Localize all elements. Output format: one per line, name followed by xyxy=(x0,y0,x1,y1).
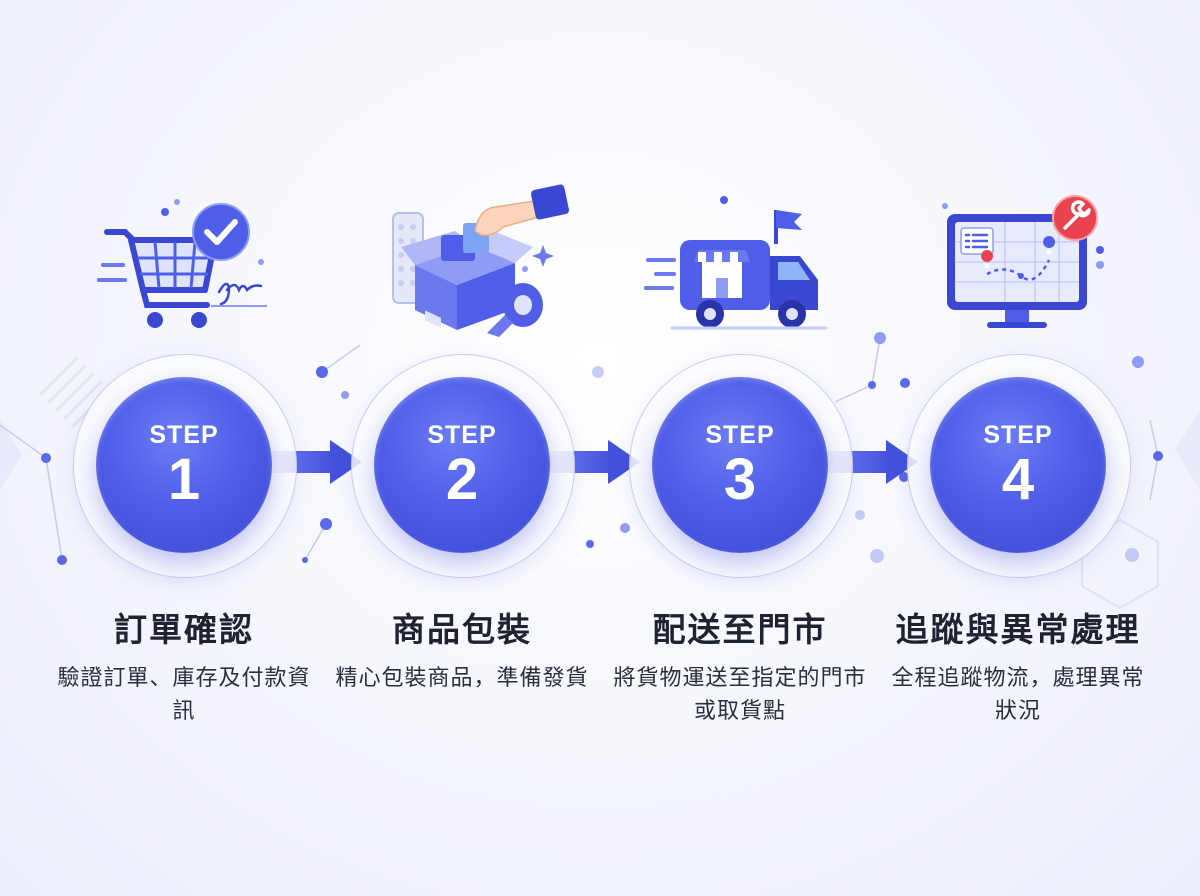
step-4-number: 4 xyxy=(1001,447,1035,512)
step-2-number: 2 xyxy=(445,447,479,512)
step-3-description: 將貨物運送至指定的門市或取貨點 xyxy=(613,666,867,724)
step-4-description: 全程追蹤物流，處理異常狀況 xyxy=(891,666,1145,724)
delivery-truck-icon xyxy=(642,180,842,350)
step-3-title: 配送至門市 xyxy=(652,610,828,649)
shopping-cart-check-icon xyxy=(95,180,295,350)
tracking-monitor-icon xyxy=(925,180,1125,350)
step-4-label: STEP xyxy=(983,421,1053,449)
step-1-label: STEP xyxy=(149,421,219,449)
step-2-badge: STEP 2 xyxy=(374,377,550,553)
step-4-title: 追蹤與異常處理 xyxy=(895,610,1141,649)
step-2-label: STEP xyxy=(427,421,497,449)
step-2-title: 商品包裝 xyxy=(392,610,532,649)
step-3-number: 3 xyxy=(723,447,757,512)
step-1-badge: STEP 1 xyxy=(96,377,272,553)
step-1-title: 訂單確認 xyxy=(114,610,254,649)
step-1-description: 驗證訂單、庫存及付款資訊 xyxy=(57,666,311,724)
step-3-label: STEP xyxy=(705,421,775,449)
step-3-badge: STEP 3 xyxy=(652,377,828,553)
step-1-number: 1 xyxy=(167,447,201,512)
step-2-description: 精心包裝商品，準備發貨 xyxy=(335,666,589,691)
package-box-icon xyxy=(375,175,575,345)
step-4-badge: STEP 4 xyxy=(930,377,1106,553)
